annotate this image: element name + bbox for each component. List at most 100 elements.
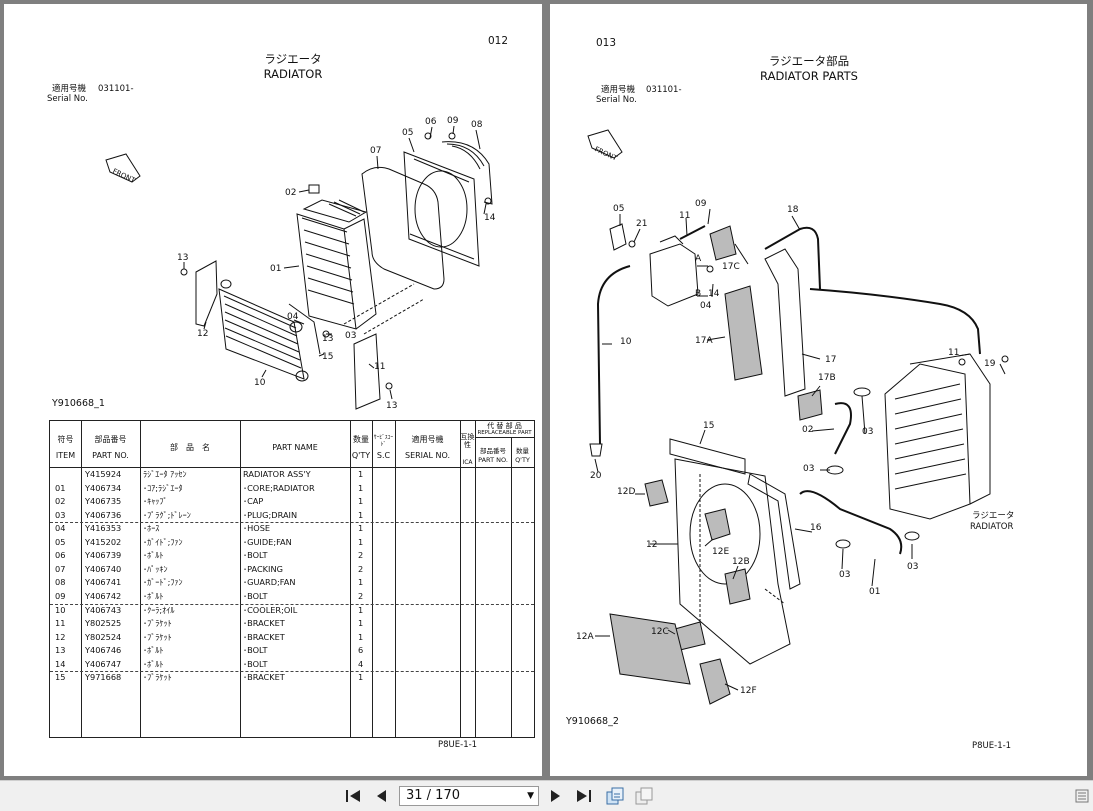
svg-text:12A: 12A (576, 632, 594, 642)
footer-code: P8UE-1-1 (438, 740, 478, 750)
page-layout-button[interactable] (633, 785, 655, 807)
svg-text:11: 11 (374, 362, 385, 372)
svg-text:12C: 12C (651, 627, 669, 637)
svg-text:06: 06 (425, 117, 437, 127)
last-page-button[interactable] (573, 785, 595, 807)
cell-item: 08 (55, 577, 66, 588)
cell-item: 15 (55, 672, 66, 683)
page-indicator: 31 / 170 (406, 788, 460, 803)
page-title-jp: ラジエータ (264, 52, 322, 66)
serial-value: 031101- (98, 84, 134, 94)
svg-text:11: 11 (948, 348, 959, 358)
triangle-right-icon (551, 790, 560, 802)
header-sc-jp: ｻｰﾋﾞｽｺｰﾄﾞ (373, 435, 394, 448)
cell-en: ･COOLER;OIL (243, 604, 298, 615)
cell-part: Y406740 (85, 563, 122, 574)
next-page-button[interactable] (545, 785, 567, 807)
header-rp-qty-en: Q'TY (515, 456, 530, 464)
svg-text:03: 03 (345, 331, 356, 341)
header-replaceable-jp: 代 替 部 品 (487, 422, 522, 430)
svg-text:07: 07 (370, 146, 381, 156)
cell-item: 14 (55, 658, 66, 669)
svg-text:17A: 17A (695, 336, 713, 346)
cell-qty: 1 (358, 482, 364, 493)
page-number-select[interactable]: 31 / 170 ▼ (399, 786, 539, 806)
cell-jp: ･ｸｰﾗ;ｵｲﾙ (143, 604, 175, 615)
svg-text:12B: 12B (732, 557, 750, 567)
copy-pages-button[interactable] (604, 785, 626, 807)
cell-jp: ･ﾊﾟｯｷﾝ (143, 563, 168, 574)
cell-en: ･GUARD;FAN (243, 577, 296, 588)
first-page-button[interactable] (342, 785, 364, 807)
svg-text:17: 17 (825, 355, 836, 365)
cell-jp: ･ｶﾞｲﾄﾞ;ﾌｧﾝ (143, 536, 183, 547)
svg-text:03: 03 (839, 570, 850, 580)
header-rp-part-jp: 部品番号 (480, 447, 506, 455)
cell-part: Y415202 (85, 536, 122, 547)
skip-back-icon (346, 790, 360, 802)
skip-forward-icon (577, 790, 591, 802)
cell-jp: ･ﾌﾞﾗｹｯﾄ (143, 631, 172, 642)
header-interchange: 互換性 (460, 433, 475, 449)
cell-item: 01 (55, 482, 66, 493)
menu-button[interactable] (1071, 785, 1093, 807)
svg-text:10: 10 (254, 378, 266, 388)
cell-qty: 1 (358, 469, 364, 479)
page-number: 013 (596, 37, 617, 49)
cell-jp: ･ﾎﾞﾙﾄ (143, 645, 164, 656)
cell-item: 09 (55, 590, 66, 601)
cell-jp: ･ﾌﾞﾗｹｯﾄ (143, 672, 172, 683)
cell-en: ･BRACKET (243, 631, 285, 642)
cell-part: Y406736 (85, 509, 122, 520)
header-rp-part-en: PART NO. (478, 456, 508, 464)
document-page-right: 013 ラジエータ部品 RADIATOR PARTS 適用号機 031101- … (550, 4, 1087, 776)
svg-text:03: 03 (803, 464, 814, 474)
cell-part: Y406734 (85, 482, 122, 493)
svg-text:10: 10 (620, 337, 632, 347)
svg-text:15: 15 (703, 421, 714, 431)
serial-value: 031101- (646, 85, 682, 95)
cell-qty: 1 (358, 536, 364, 547)
cell-item: 12 (55, 631, 66, 642)
cell-qty: 1 (358, 672, 364, 683)
cell-part: Y802525 (85, 618, 122, 629)
svg-text:05: 05 (613, 204, 624, 214)
cell-en: ･GUIDE;FAN (243, 536, 292, 547)
svg-text:13: 13 (177, 253, 188, 263)
cell-qty: 1 (358, 604, 364, 615)
cell-qty: 1 (358, 523, 364, 534)
header-serial-en: SERIAL NO. (404, 451, 451, 460)
svg-text:14: 14 (708, 289, 720, 299)
cell-part: Y802524 (85, 631, 122, 642)
cell-jp: ･ﾌﾞﾗｹｯﾄ (143, 618, 172, 629)
cell-part: Y406743 (85, 604, 122, 615)
triangle-left-icon (377, 790, 386, 802)
cell-qty: 1 (358, 577, 364, 588)
cell-part: Y406741 (85, 577, 122, 588)
svg-text:13: 13 (322, 334, 333, 344)
header-part-no-en: PART NO. (92, 451, 129, 460)
previous-page-button[interactable] (370, 785, 392, 807)
viewer-toolbar: 31 / 170 ▼ (0, 780, 1093, 811)
cell-en: ･BRACKET (243, 672, 285, 683)
cell-jp: ･ﾎﾞﾙﾄ (143, 590, 164, 601)
serial-label-jp: 適用号機 (52, 84, 87, 94)
serial-label-jp: 適用号機 (601, 85, 636, 95)
cell-jp: ･ﾎﾞﾙﾄ (143, 658, 164, 669)
header-qty-jp: 数量 (353, 435, 369, 444)
header-sc-en: S.C (376, 451, 391, 460)
svg-text:20: 20 (590, 471, 602, 481)
header-rp-qty-jp: 数量 (516, 447, 529, 455)
cell-item: 13 (55, 645, 66, 656)
cell-qty: 4 (358, 658, 364, 669)
cell-part: Y406742 (85, 590, 122, 601)
svg-text:02: 02 (802, 425, 813, 435)
svg-text:17C: 17C (722, 262, 740, 272)
